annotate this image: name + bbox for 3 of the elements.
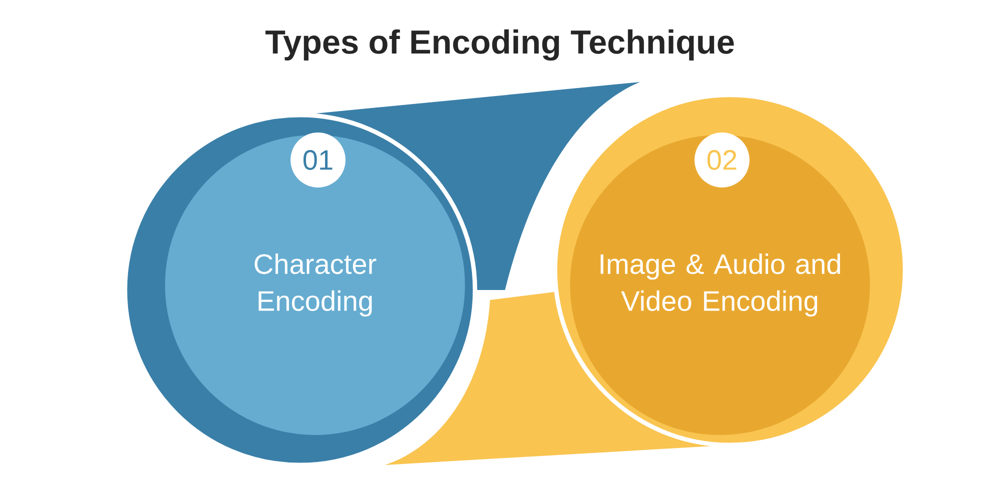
number-badge: 02: [694, 132, 750, 188]
title: Types of Encoding Technique: [265, 29, 734, 61]
number-badge: 01: [290, 132, 346, 188]
